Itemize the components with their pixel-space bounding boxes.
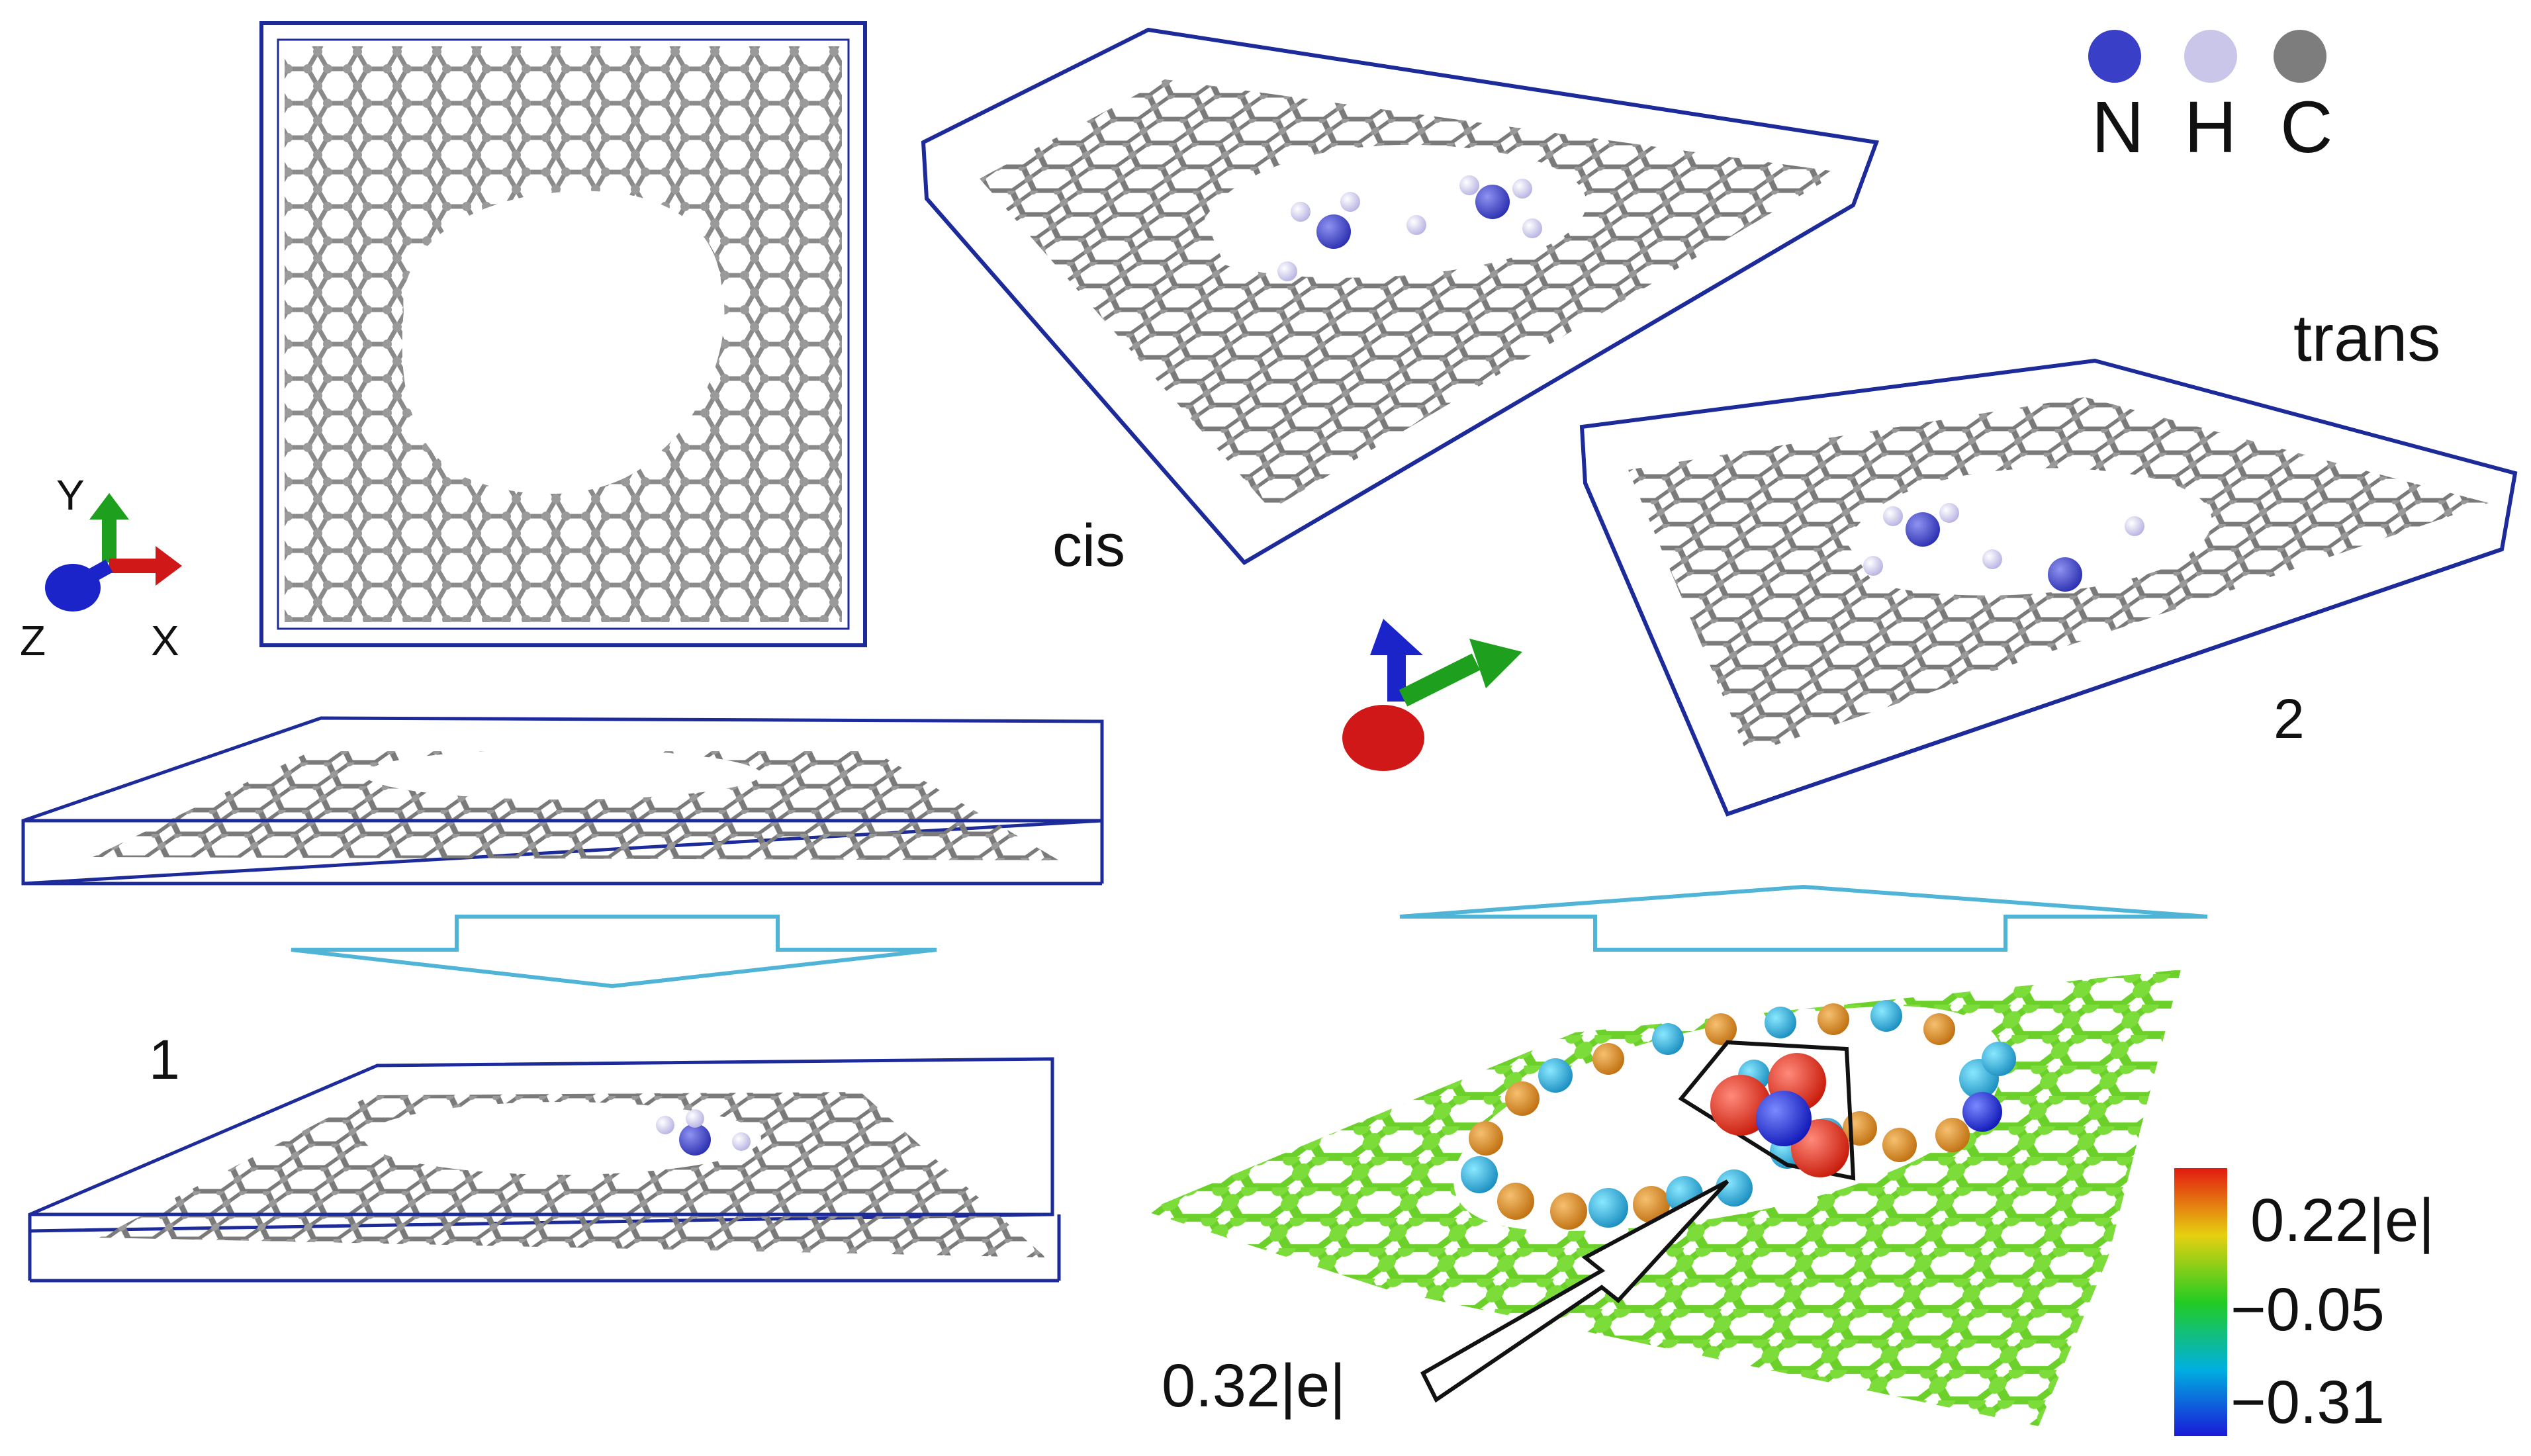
hydrogen-atom	[1939, 503, 1959, 523]
hydrogen-atom	[1982, 549, 2002, 569]
label-cis: cis	[1052, 513, 1125, 579]
colorbar-gradient	[2174, 1168, 2227, 1436]
slab-cis	[921, 27, 1880, 565]
axis-triad-left: Y Z X	[20, 471, 182, 664]
pore-trans	[1847, 468, 2212, 596]
slab-trans	[1579, 358, 2518, 817]
hydrogen-atom	[1406, 215, 1426, 235]
slab-pristine	[21, 716, 1104, 886]
step-label-2: 2	[2274, 688, 2305, 750]
legend-swatch-c	[2274, 30, 2326, 83]
axis-label-x: X	[151, 617, 179, 664]
axis-label-y: Y	[56, 471, 85, 519]
hydrogen-atom	[1459, 175, 1479, 195]
nitrogen-atom	[2048, 557, 2082, 592]
colorbar: 0.22|e| −0.05 −0.31	[2174, 1168, 2434, 1436]
top-view-box-outer	[259, 21, 867, 647]
legend-label-h: H	[2184, 87, 2236, 168]
pore-cis	[1205, 144, 1587, 278]
colorbar-max-label: 0.22|e|	[2250, 1187, 2434, 1254]
colorbar-min-label: −0.31	[2231, 1369, 2385, 1436]
pore-slab1	[364, 749, 761, 799]
charge-atom-blue	[1756, 1091, 1812, 1146]
legend-label-n: N	[2092, 87, 2144, 168]
graphene-sheet-slab1	[93, 751, 1059, 860]
slab-step1	[28, 1057, 1061, 1283]
nitrogen-atom	[1906, 512, 1940, 547]
atom-legend: N H C	[2088, 30, 2332, 168]
graphene-sheet-cis	[980, 79, 1840, 510]
hydrogen-atom	[2125, 516, 2144, 536]
label-trans: trans	[2293, 301, 2440, 375]
hydrogen-atom	[1291, 202, 1311, 222]
nitrogen-atom	[1316, 214, 1351, 249]
hydrogen-atom	[1512, 179, 1532, 199]
hydrogen-atom	[732, 1132, 751, 1151]
top-view-box-inner	[277, 38, 850, 630]
highlight-polygon	[1678, 1040, 1856, 1181]
legend-swatch-n	[2088, 30, 2141, 83]
hydrogen-atom	[1340, 192, 1360, 212]
hydrogen-atom	[1883, 506, 1903, 526]
step-label-1: 1	[149, 1028, 180, 1091]
charge-map-sheet	[1145, 970, 2181, 1426]
arrow-up-right	[1399, 884, 2208, 952]
legend-swatch-h	[2184, 30, 2237, 83]
charge-label: 0.32|e|	[1162, 1352, 1346, 1420]
hydrogen-atom	[656, 1116, 674, 1134]
colorbar-mid-label: −0.05	[2231, 1276, 2385, 1343]
top-view-panel	[259, 21, 867, 647]
callout-arrow	[1420, 1179, 1729, 1403]
hydrogen-atom	[1277, 261, 1297, 281]
nitrogen-atom	[679, 1124, 711, 1156]
hydrogen-atom	[686, 1109, 704, 1128]
arrow-down-left	[291, 915, 937, 989]
hydrogen-atom	[1863, 556, 1883, 576]
legend-label-c: C	[2280, 87, 2332, 168]
hydrogen-atom	[1522, 218, 1542, 238]
axis-label-z: Z	[20, 617, 46, 664]
axis-triad-middle	[1342, 619, 1522, 771]
axis-y-arrow	[89, 493, 129, 520]
pore-top	[402, 191, 725, 494]
axis-x-arrow	[156, 546, 182, 586]
charge-atom-red	[1710, 1075, 1771, 1136]
nitrogen-atom	[1475, 185, 1510, 219]
